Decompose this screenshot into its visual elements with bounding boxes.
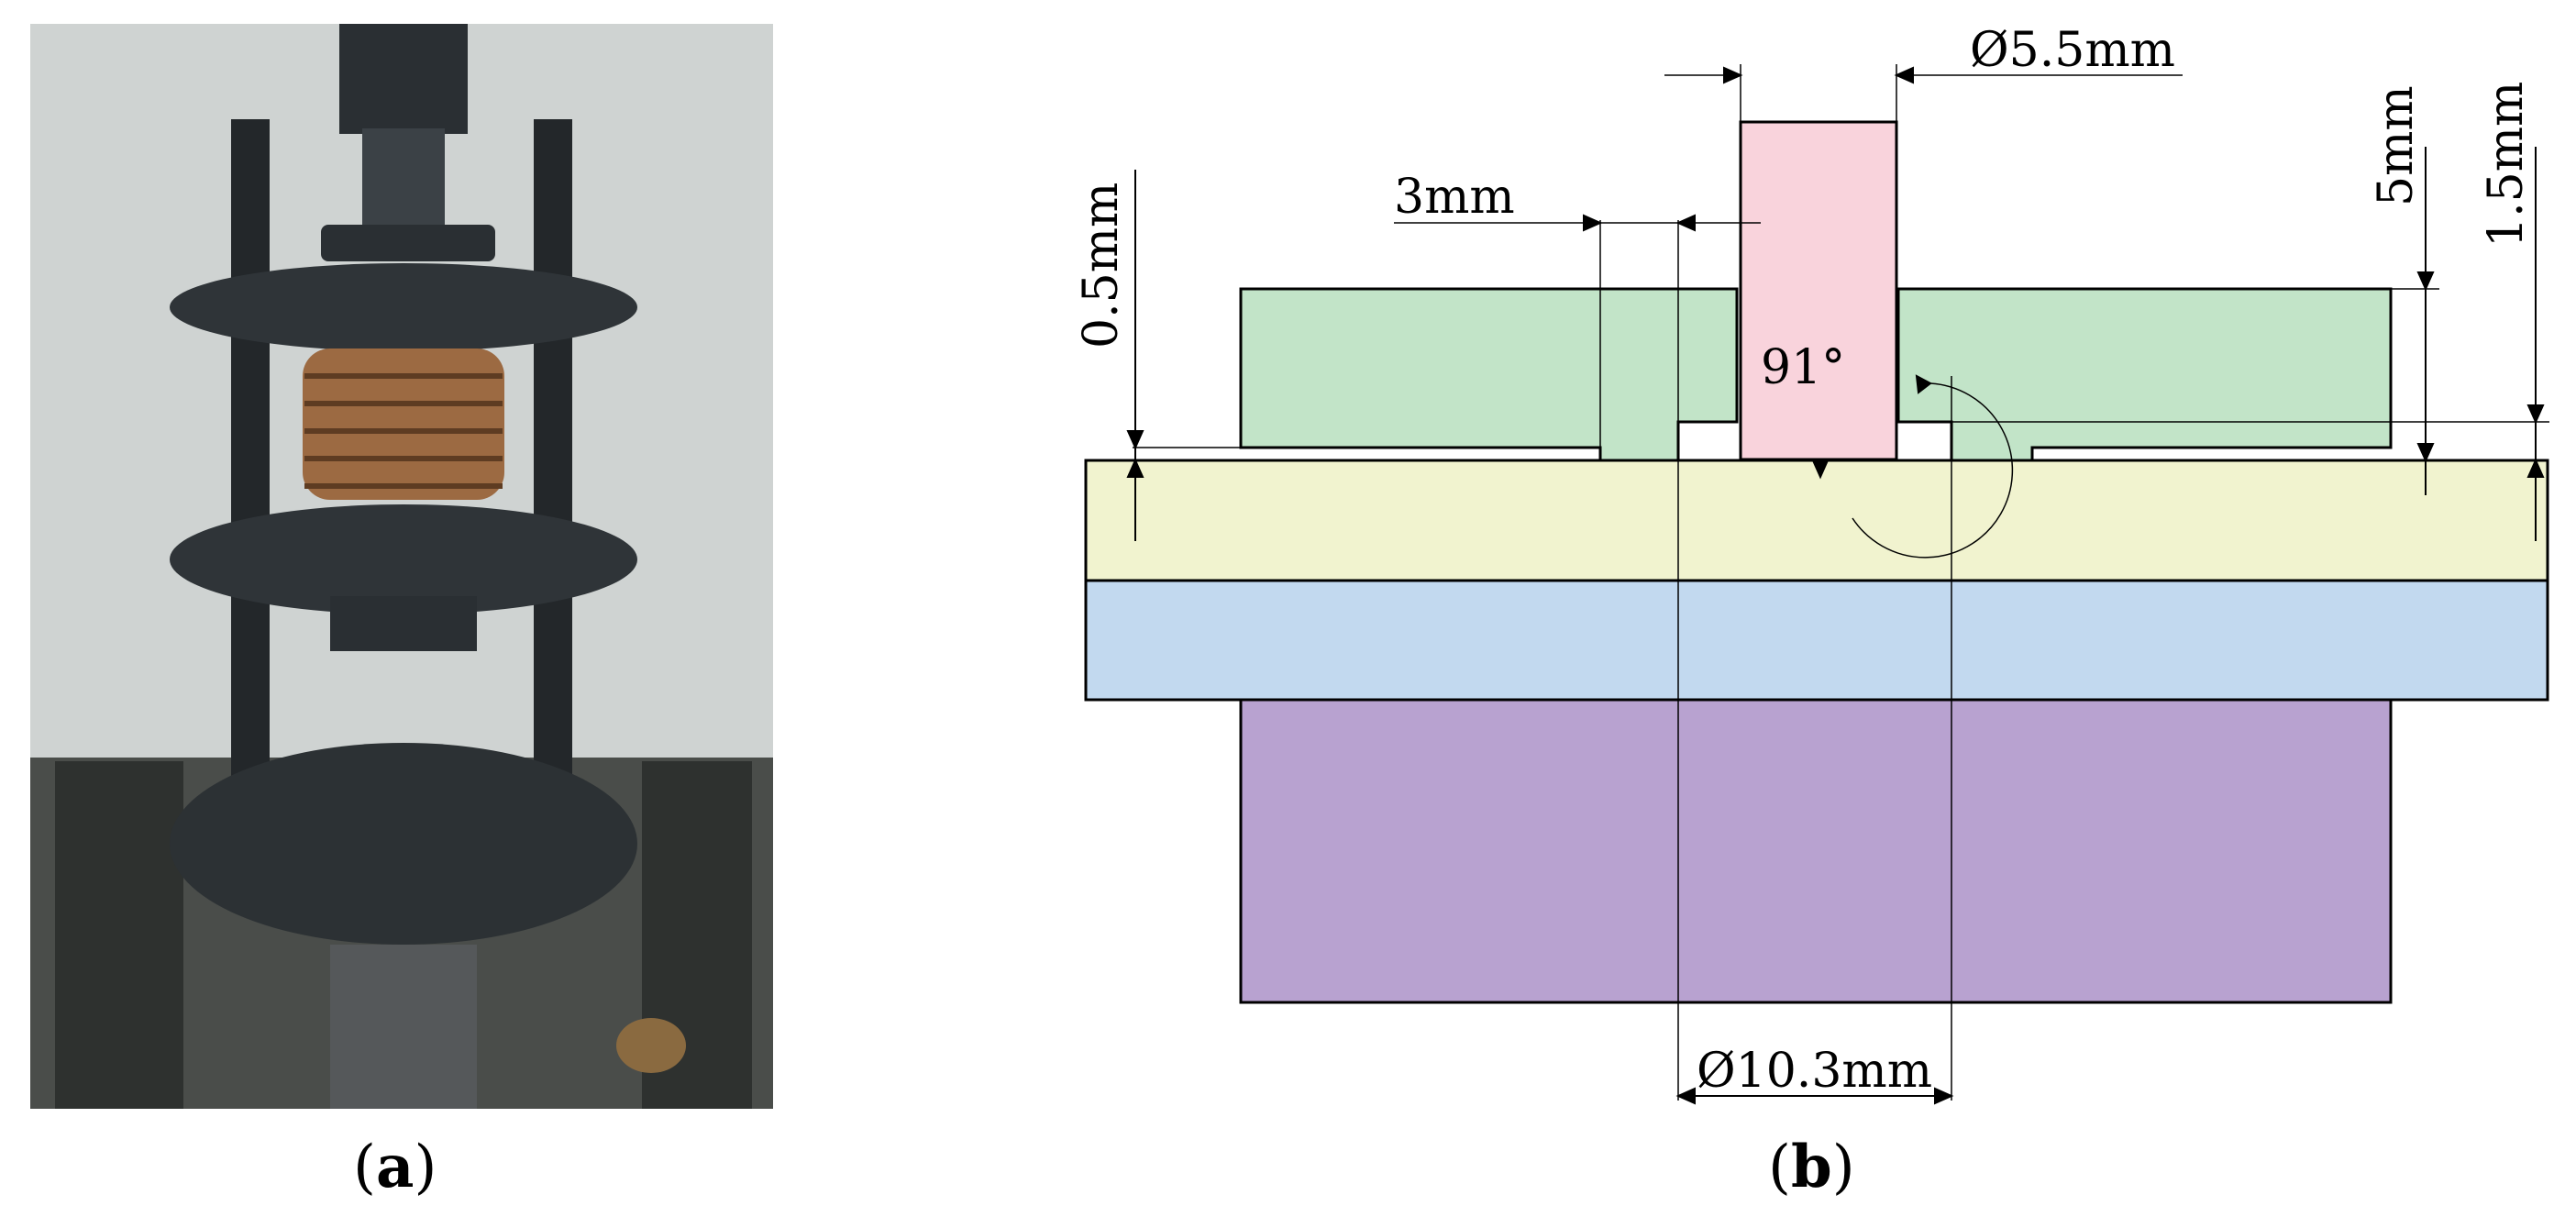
panel-a-caption: (a) (353, 1133, 437, 1201)
dim-punch-diameter: Ø5.5mm (1970, 23, 2175, 78)
dimension-arrows (1126, 66, 2545, 1105)
dim-angle: 91° (1761, 340, 1845, 395)
photo-bench-slot (55, 761, 183, 1109)
base-block (1239, 698, 2393, 1004)
panel-b-caption: (b) (1768, 1133, 1855, 1201)
photo-rod (534, 119, 572, 816)
panel-a-photo (30, 24, 773, 1109)
backing-plate (1084, 579, 2549, 702)
holder-plate-right (1896, 287, 2393, 462)
sheet-layer (1084, 459, 2549, 582)
photo-base-plate (170, 743, 637, 945)
photo-top-collar (321, 225, 495, 261)
photo-top-plate (170, 263, 637, 351)
dim-step-height: 1.5mm (2479, 82, 2534, 248)
photo-base-column (330, 945, 477, 1109)
photo-loose-spring (616, 1018, 686, 1073)
dim-plate-thickness: 5mm (2369, 85, 2424, 206)
photo-middle-body (330, 596, 477, 651)
dim-offset: 3mm (1394, 170, 1515, 225)
photo-ram (339, 24, 468, 134)
photo-ram-neck (362, 128, 445, 229)
construction-lines (1133, 64, 2549, 1101)
dim-die-diameter: Ø10.3mm (1697, 1044, 1932, 1099)
dim-clearance: 0.5mm (1074, 183, 1129, 348)
panel-b-diagram (1084, 120, 2549, 1004)
photo-rod (231, 119, 270, 816)
punch (1739, 120, 1898, 461)
photo-spring (303, 348, 504, 500)
holder-plate (1239, 287, 1739, 462)
panel-a-letter: a (375, 1133, 415, 1201)
panel-b-letter: b (1790, 1133, 1832, 1201)
photo-middle-plate (170, 504, 637, 614)
